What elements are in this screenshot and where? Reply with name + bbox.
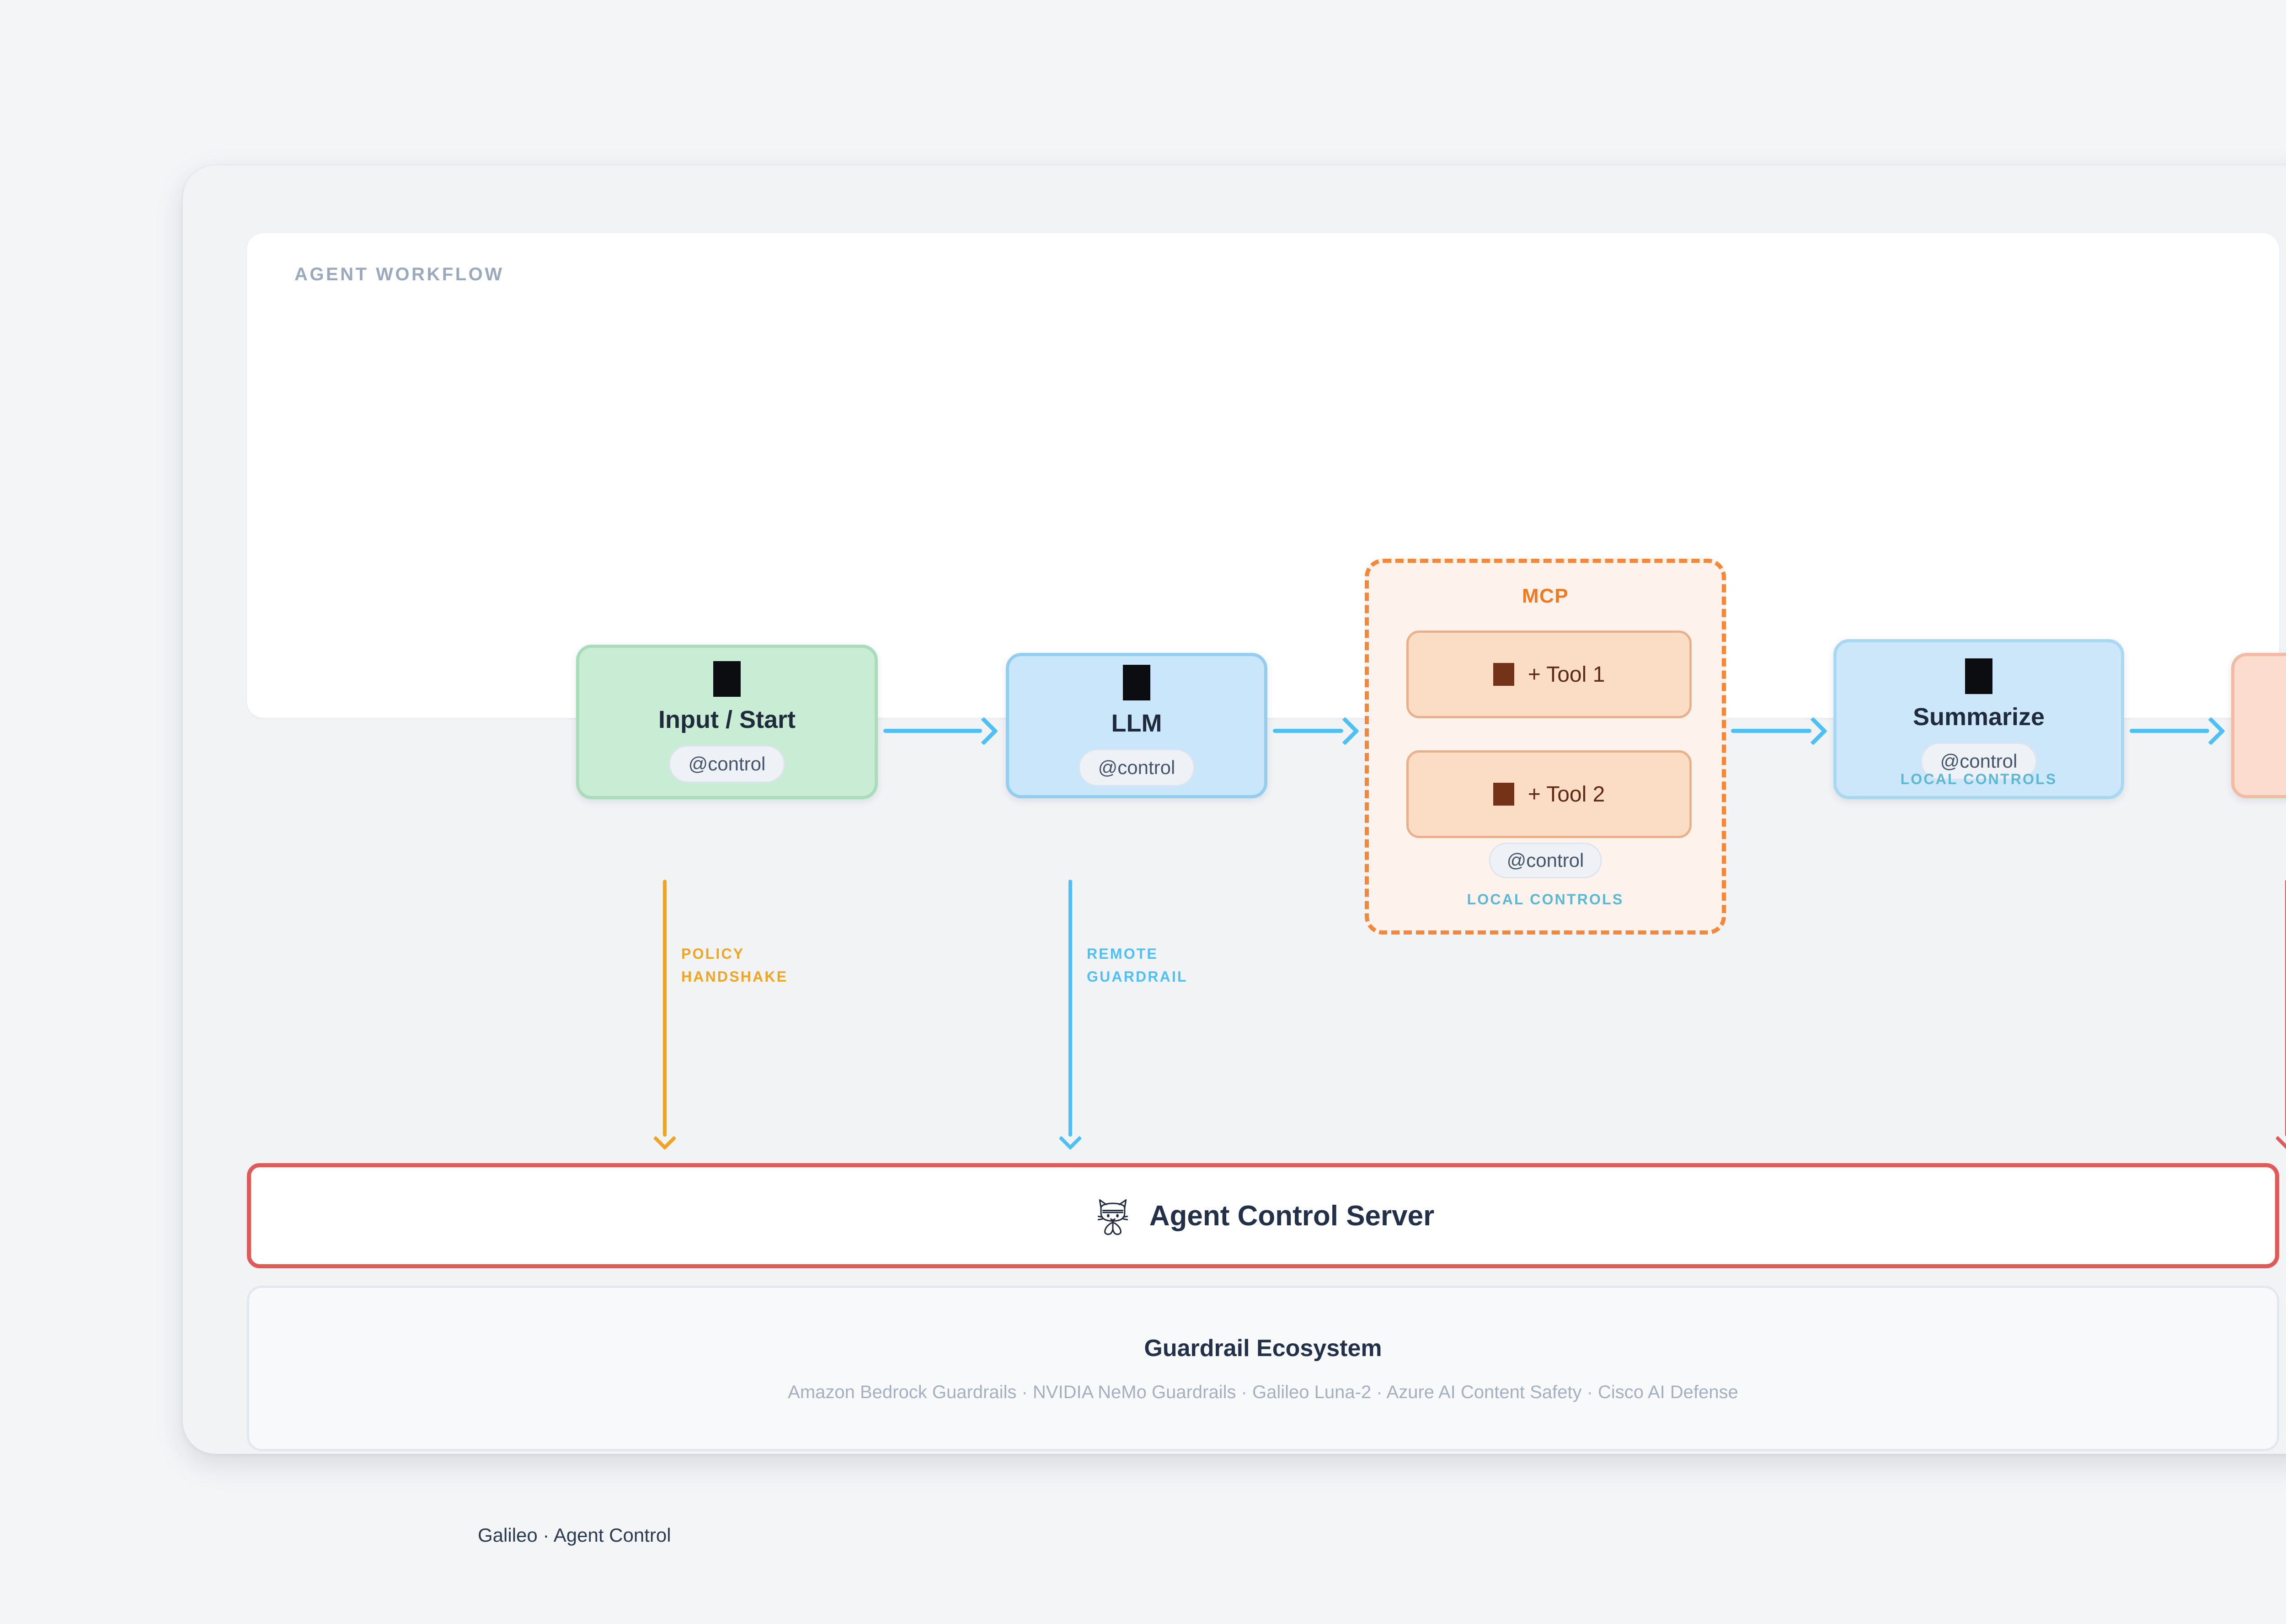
workflow-eyebrow-label: AGENT WORKFLOW bbox=[294, 264, 504, 284]
flow-arrow-right-icon bbox=[883, 716, 1001, 746]
footer-brand-label: Galileo · Agent Control bbox=[478, 1524, 671, 1546]
flow-node-action[interactable]: Action @control bbox=[2231, 653, 2286, 798]
connector-label-line-2: HANDSHAKE bbox=[681, 968, 788, 985]
cat-praying-hands-icon bbox=[1097, 1199, 1128, 1235]
flow-node-llm[interactable]: LLM @control bbox=[1006, 653, 1267, 798]
mcp-label: MCP bbox=[1522, 585, 1569, 607]
connector-label-line-1: POLICY bbox=[681, 946, 745, 962]
flow-node-summarize[interactable]: Summarize @control LOCAL CONTROLS bbox=[1833, 639, 2124, 799]
brown-square-icon bbox=[1493, 783, 1514, 806]
flow-node-input-start[interactable]: Input / Start @control bbox=[576, 645, 878, 799]
mcp-tool-item[interactable]: + Tool 2 bbox=[1406, 750, 1692, 838]
agent-control-server-title: Agent Control Server bbox=[1149, 1200, 1435, 1232]
local-controls-label: LOCAL CONTROLS bbox=[1900, 771, 2057, 787]
guardrail-vendor-list: Amazon Bedrock Guardrails · NVIDIA NeMo … bbox=[788, 1382, 1738, 1402]
mcp-tool-label: + Tool 2 bbox=[1528, 782, 1605, 807]
flow-node-title: LLM bbox=[1111, 709, 1162, 737]
black-square-icon bbox=[1123, 664, 1150, 700]
black-square-icon bbox=[1965, 658, 1992, 694]
agent-workflow-panel: AGENT WORKFLOW Input / Start @control LL… bbox=[247, 233, 2286, 935]
device-card: AGENT WORKFLOW Input / Start @control LL… bbox=[183, 166, 2286, 1546]
local-controls-label: LOCAL CONTROLS bbox=[1467, 891, 1624, 908]
flow-arrow-right-icon bbox=[1731, 716, 1831, 746]
connector-label-line-2: GUARDRAIL bbox=[1087, 968, 1188, 985]
guardrail-ecosystem-panel: Guardrail Ecosystem Amazon Bedrock Guard… bbox=[247, 1286, 2279, 1451]
guardrail-ecosystem-title: Guardrail Ecosystem bbox=[1144, 1335, 1382, 1362]
connector-remote-guardrail-llm-label: REMOTE GUARDRAIL bbox=[1087, 943, 1188, 988]
flow-arrow-right-icon bbox=[1273, 716, 1362, 746]
connector-label-line-1: REMOTE bbox=[1087, 946, 1159, 962]
control-pill[interactable]: @control bbox=[668, 745, 785, 783]
control-pill[interactable]: @control bbox=[1078, 749, 1195, 787]
control-pill[interactable]: @control bbox=[1489, 843, 1602, 878]
brown-square-icon bbox=[1493, 663, 1514, 686]
mcp-tool-label: + Tool 1 bbox=[1528, 662, 1605, 687]
control-pill[interactable]: @control bbox=[1920, 743, 2037, 780]
flow-arrow-right-icon bbox=[2130, 716, 2228, 746]
agent-control-server-bar[interactable]: Agent Control Server bbox=[247, 1163, 2279, 1268]
mcp-tool-item[interactable]: + Tool 1 bbox=[1406, 630, 1692, 718]
flow-node-title: Summarize bbox=[1912, 703, 2045, 731]
mcp-group[interactable]: MCP + Tool 1 + Tool 2 @control LOCAL CON… bbox=[1365, 559, 1726, 935]
connector-policy-handshake-label: POLICY HANDSHAKE bbox=[681, 943, 788, 988]
black-square-icon bbox=[713, 661, 741, 697]
flow-node-title: Input / Start bbox=[658, 705, 796, 733]
